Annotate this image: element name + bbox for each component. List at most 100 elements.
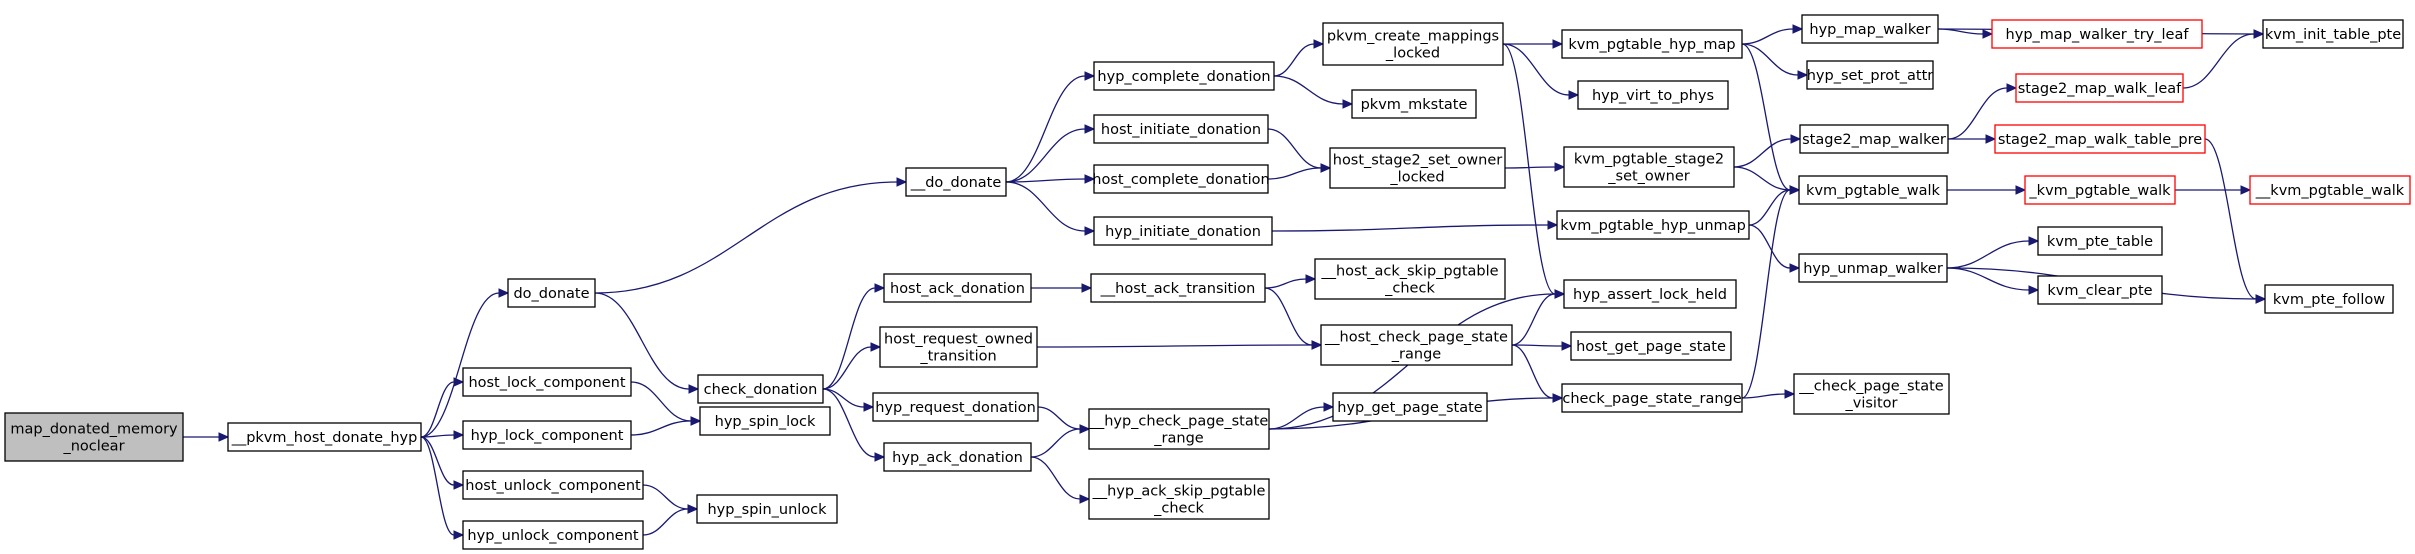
node-n47[interactable]: kvm_init_table_pte: [2262, 19, 2404, 49]
node-n43[interactable]: stage2_map_walk_table_pre: [1994, 124, 2206, 154]
node-n18[interactable]: hyp_ack_donation: [883, 442, 1032, 472]
node-n41[interactable]: hyp_map_walker_try_leaf: [1991, 19, 2203, 49]
node-n45[interactable]: kvm_pte_table: [2037, 226, 2163, 256]
node-box: [1320, 324, 1513, 366]
node-n38[interactable]: kvm_pgtable_walk: [1798, 175, 1948, 205]
node-n10[interactable]: hyp_spin_unlock: [696, 494, 838, 524]
node-n25[interactable]: __hyp_ack_skip_pgtable_check: [1088, 478, 1270, 520]
node-n34[interactable]: check_page_state_range: [1561, 383, 1743, 413]
node-n3[interactable]: host_lock_component: [462, 367, 632, 397]
node-n44[interactable]: _kvm_pgtable_walk: [2024, 175, 2176, 205]
node-n14[interactable]: hyp_initiate_donation: [1093, 216, 1273, 246]
node-n42[interactable]: stage2_map_walk_leaf: [2015, 73, 2184, 103]
node-n5[interactable]: host_unlock_component: [462, 470, 644, 500]
edge-n31-n39: [1748, 224, 1791, 269]
node-label: stage2_map_walk_leaf: [2018, 81, 2182, 97]
node-n30[interactable]: kvm_pgtable_stage2_set_owner: [1563, 146, 1735, 188]
node-n22[interactable]: __host_ack_transition: [1090, 273, 1266, 303]
node-n24[interactable]: __hyp_check_page_state_range: [1088, 408, 1270, 450]
node-n15[interactable]: host_ack_donation: [883, 273, 1032, 303]
node-n20[interactable]: pkvm_mkstate: [1351, 89, 1477, 119]
node-n23[interactable]: __host_check_page_state_range: [1320, 324, 1513, 366]
node-n40[interactable]: __check_page_state_visitor: [1793, 373, 1950, 415]
edge-n13-n21: [1267, 167, 1322, 180]
edge-n8-n17: [822, 388, 865, 408]
node-n12[interactable]: host_initiate_donation: [1093, 114, 1269, 144]
node-label: __check_page_state: [1798, 379, 1943, 395]
edge-n31-n38: [1748, 189, 1791, 226]
node-n4[interactable]: hyp_lock_component: [462, 420, 632, 450]
node-box: [2037, 226, 2163, 256]
node-n28[interactable]: kvm_pgtable_hyp_map: [1561, 29, 1743, 59]
node-label: kvm_pgtable_stage2: [1574, 152, 1724, 168]
edge-arrowhead-n7-n14: [1084, 226, 1096, 236]
node-n7[interactable]: __do_donate: [905, 167, 1007, 197]
node-n39[interactable]: hyp_unmap_walker: [1798, 253, 1948, 283]
node-box: [462, 520, 644, 550]
edge-arrowhead-n11-n19: [1313, 39, 1325, 49]
node-box: [2024, 175, 2176, 205]
edge-arrowhead-n15-n22: [1081, 283, 1093, 293]
node-box: [1994, 124, 2206, 154]
edge-n24-n27: [1268, 406, 1325, 430]
node-n11[interactable]: hyp_complete_donation: [1093, 61, 1275, 91]
node-label: hyp_set_prot_attr: [1807, 68, 1934, 84]
node-n16[interactable]: host_request_owned_transition: [879, 326, 1038, 368]
edge-n21-n30: [1504, 166, 1556, 169]
edge-arrowhead-n24-n32: [1554, 289, 1566, 299]
edge-arrowhead-n34-n38: [1789, 185, 1801, 195]
node-n48[interactable]: __kvm_pgtable_walk: [2249, 175, 2411, 205]
node-n9[interactable]: hyp_spin_lock: [699, 406, 831, 436]
node-n1[interactable]: __pkvm_host_donate_hyp: [227, 422, 422, 452]
node-n49[interactable]: kvm_pte_follow: [2264, 284, 2394, 314]
node-n8[interactable]: check_donation: [697, 374, 824, 404]
edge-arrowhead-n7-n11: [1084, 71, 1096, 81]
edge-arrowhead-n21-n30: [1554, 162, 1566, 172]
edge-n22-n23: [1264, 287, 1313, 346]
node-n29[interactable]: hyp_virt_to_phys: [1577, 80, 1729, 110]
node-box: [1570, 331, 1732, 361]
node-box: [2037, 275, 2163, 305]
node-label: hyp_spin_unlock: [707, 502, 827, 518]
node-label: host_request_owned: [884, 332, 1033, 348]
edge-arrowhead-n4-n9: [690, 416, 702, 426]
node-n27[interactable]: hyp_get_page_state: [1332, 392, 1488, 422]
node-label: kvm_pgtable_hyp_map: [1568, 37, 1735, 53]
edge-arrowhead-n1-n4: [453, 430, 465, 440]
node-box: [2015, 73, 2184, 103]
edge-arrowhead-n34-n40: [1784, 389, 1796, 399]
node-n31[interactable]: kvm_pgtable_hyp_unmap: [1556, 210, 1750, 240]
node-n32[interactable]: hyp_assert_lock_held: [1563, 279, 1737, 309]
node-n35[interactable]: hyp_map_walker: [1801, 14, 1939, 44]
node-label: hyp_request_donation: [875, 400, 1036, 416]
edge-n17-n24: [1037, 406, 1081, 430]
node-n33[interactable]: host_get_page_state: [1570, 331, 1732, 361]
node-n19[interactable]: pkvm_create_mappings_locked: [1322, 22, 1504, 66]
node-label: _check: [1153, 501, 1204, 517]
node-n6[interactable]: hyp_unlock_component: [462, 520, 644, 550]
node-n21[interactable]: host_stage2_set_owner_locked: [1329, 147, 1506, 189]
node-box: [462, 367, 632, 397]
node-box: [1806, 60, 1934, 90]
node-box: [1577, 80, 1729, 110]
edge-n39-n45: [1946, 240, 2030, 269]
node-box: [1991, 19, 2203, 49]
node-n37[interactable]: stage2_map_walker: [1799, 124, 1949, 154]
node-n0[interactable]: map_donated_memory_noclear: [4, 412, 184, 462]
node-n26[interactable]: __host_ack_skip_pgtable_check: [1314, 258, 1506, 300]
node-label: kvm_init_table_pte: [2265, 27, 2401, 43]
edge-n16-n23: [1036, 344, 1313, 348]
node-n13[interactable]: host_complete_donation: [1092, 164, 1270, 194]
node-n2[interactable]: do_donate: [507, 278, 596, 308]
node-box: [699, 406, 831, 436]
node-n17[interactable]: hyp_request_donation: [872, 392, 1039, 422]
node-label: kvm_pte_follow: [2273, 292, 2385, 308]
node-label: __hyp_check_page_state: [1089, 414, 1269, 430]
edge-arrowhead-n8-n18: [874, 452, 886, 462]
node-label: _transition: [919, 349, 996, 365]
node-n36[interactable]: hyp_set_prot_attr: [1806, 60, 1934, 90]
edge-n7-n14: [1005, 181, 1086, 232]
node-label: host_ack_donation: [890, 281, 1025, 297]
node-n46[interactable]: kvm_clear_pte: [2037, 275, 2163, 305]
